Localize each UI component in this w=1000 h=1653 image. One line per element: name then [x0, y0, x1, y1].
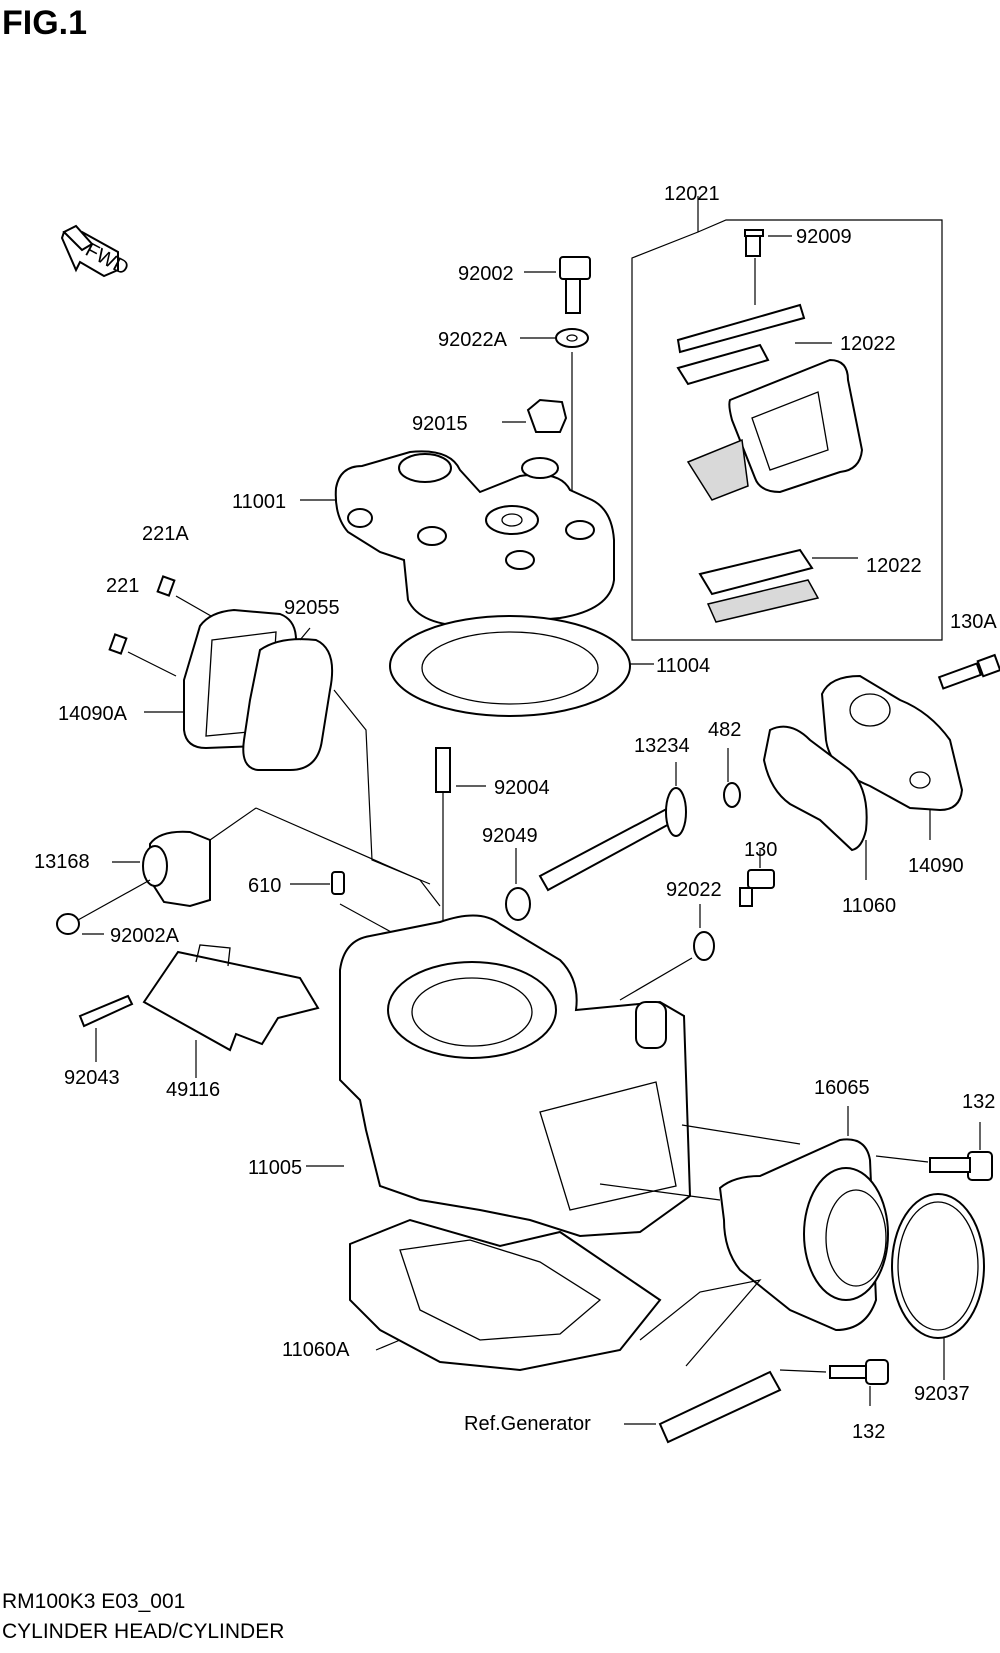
label-92002a: 92002A [110, 925, 180, 947]
label-130: 130 [744, 839, 777, 861]
label-11001: 11001 [232, 491, 286, 513]
label-14090: 14090 [908, 855, 964, 877]
label-92022: 92022 [666, 879, 722, 901]
label-11060: 11060 [842, 895, 896, 917]
head-bolt-group [502, 256, 591, 535]
label-92015: 92015 [412, 413, 468, 435]
label-49116: 49116 [166, 1079, 220, 1101]
label-11005: 11005 [248, 1157, 302, 1179]
footer-figure-name: CYLINDER HEAD/CYLINDER [2, 1620, 285, 1643]
reed-valve-assembly [631, 196, 943, 641]
label-ref-generator: Ref.Generator [464, 1413, 591, 1435]
label-11004: 11004 [656, 655, 710, 677]
exhaust-valve-shaft [538, 748, 741, 892]
fwd-arrow-icon: FWD [60, 224, 132, 280]
label-92037: 92037 [914, 1383, 970, 1405]
label-92009: 92009 [796, 226, 852, 248]
left-small-parts [56, 807, 441, 951]
label-132-right: 132 [962, 1091, 995, 1113]
label-13168: 13168 [34, 851, 90, 873]
label-16065: 16065 [814, 1077, 870, 1099]
label-14090a: 14090A [58, 703, 128, 725]
label-92002: 92002 [458, 263, 514, 285]
label-482: 482 [708, 719, 741, 741]
cylinder-body [306, 914, 801, 1238]
label-13234: 13234 [634, 735, 690, 757]
label-130a: 130A [950, 611, 997, 633]
footer-model-code: RM100K3 E03_001 [2, 1590, 186, 1613]
label-92055: 92055 [284, 597, 340, 619]
head-gasket [389, 615, 654, 717]
label-132-bottom: 132 [852, 1421, 885, 1443]
base-gasket [349, 1218, 662, 1372]
label-221a: 221A [142, 523, 189, 545]
label-11060a: 11060A [282, 1339, 350, 1361]
intake-group [624, 1106, 993, 1444]
label-12022-top: 12022 [840, 333, 896, 355]
label-92004: 92004 [494, 777, 550, 799]
exhaust-valve-group [78, 944, 320, 1078]
right-cover-group [739, 653, 1000, 907]
label-610: 610 [248, 875, 281, 897]
stud-and-washers [435, 747, 715, 1010]
label-221: 221 [106, 575, 139, 597]
label-12022-bottom: 12022 [866, 555, 922, 577]
label-92049: 92049 [482, 825, 538, 847]
label-92043: 92043 [64, 1067, 120, 1089]
cylinder-head [300, 450, 615, 628]
label-92022a: 92022A [438, 329, 508, 351]
figure-title: FIG.1 [2, 4, 88, 42]
label-12021: 12021 [664, 183, 720, 205]
left-cover-group [108, 575, 431, 885]
